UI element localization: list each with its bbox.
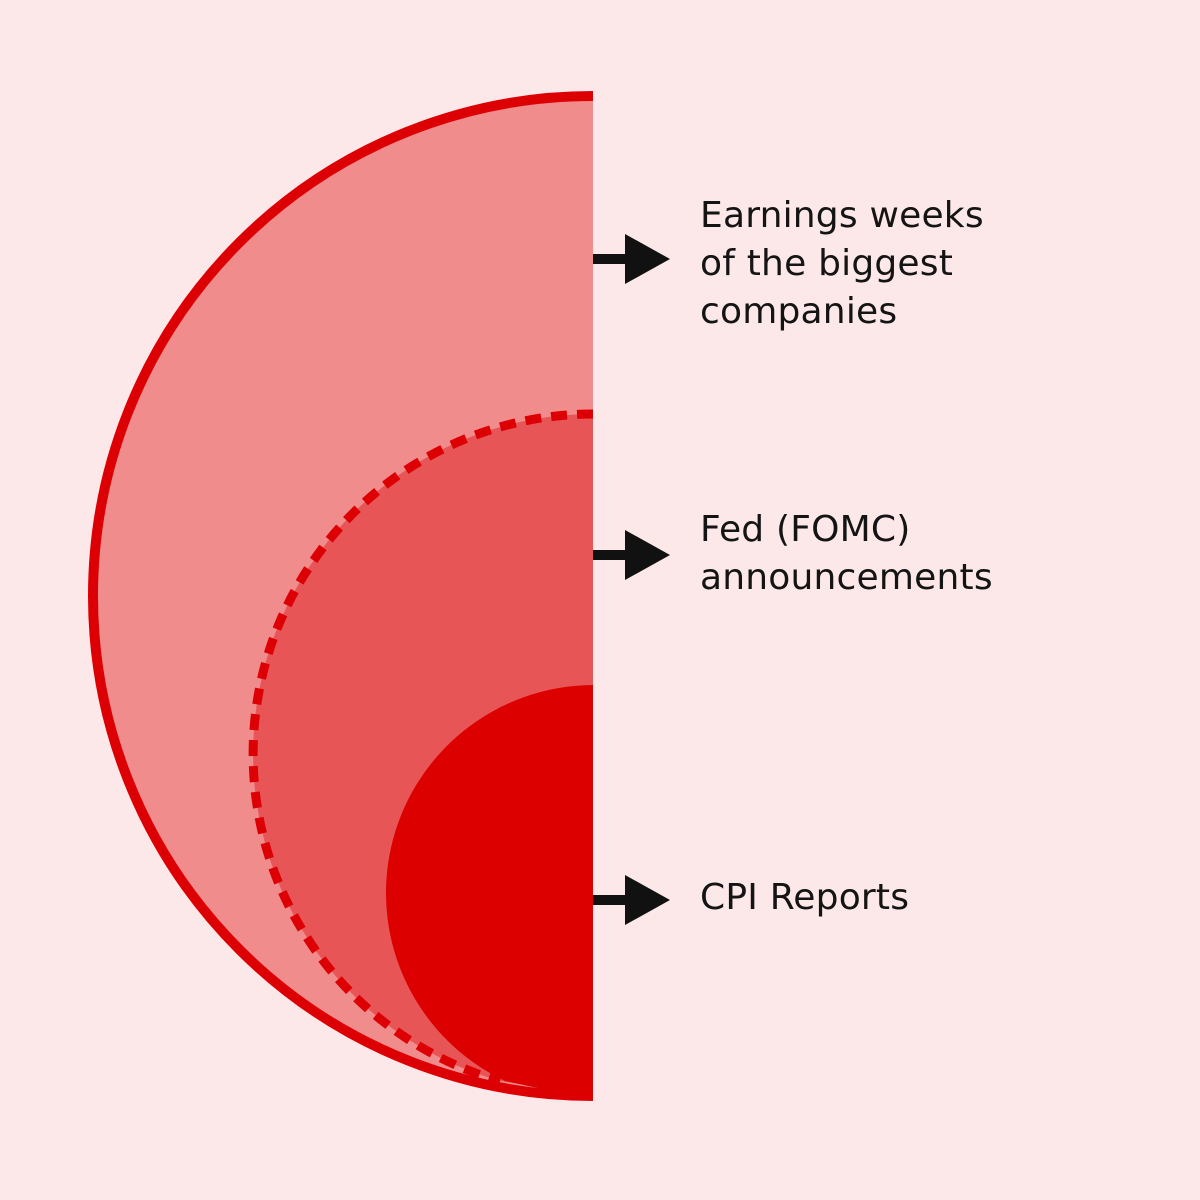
arrow-right-icon <box>593 530 670 580</box>
label-fed-announcements: Fed (FOMC) announcements <box>700 509 993 598</box>
arrow-right-icon <box>593 234 670 284</box>
label-cpi-reports: CPI Reports <box>700 877 910 918</box>
vertical-edge <box>593 90 595 1102</box>
arrow-right-icon <box>593 875 670 925</box>
label-earnings-weeks: Earnings weeks of the biggest companies <box>700 195 984 332</box>
middle-arc-dashed-outline <box>248 409 594 1086</box>
outer-semicircle-outline <box>88 91 594 1101</box>
inner-arc-cpi <box>385 685 593 1100</box>
